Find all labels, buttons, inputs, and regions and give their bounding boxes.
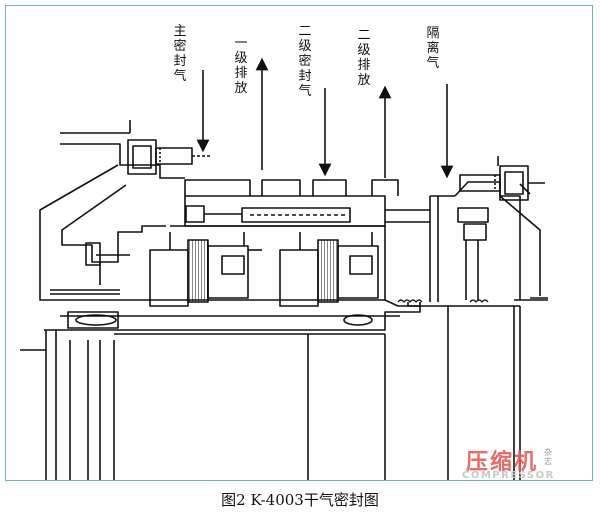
right-bolt bbox=[459, 156, 545, 201]
shaft bbox=[20, 297, 548, 480]
labyrinth-teeth bbox=[397, 299, 489, 303]
label-separation-gas: 隔离气 bbox=[426, 26, 440, 71]
label-stage2-vent: 二级排放 bbox=[357, 28, 371, 88]
left-housing bbox=[39, 120, 185, 301]
label-stage2-seal-gas: 二级密封气 bbox=[298, 24, 312, 99]
seal-housing-top bbox=[170, 179, 430, 300]
watermark-logo-en: COMPRESSOR bbox=[462, 470, 555, 481]
watermark-logo: 压缩机 bbox=[466, 450, 539, 475]
watermark-logo-small: 杂志 bbox=[544, 448, 552, 466]
seal-stage-1 bbox=[149, 232, 262, 307]
diagram-frame bbox=[5, 5, 593, 481]
figure-caption: 图2 K-4003干气密封图 bbox=[221, 491, 379, 509]
label-primary-seal-gas: 主密封气 bbox=[173, 24, 187, 84]
left-bolt bbox=[127, 139, 212, 175]
seal-stage-2 bbox=[279, 232, 379, 307]
label-stage1-vent: 一级排放 bbox=[234, 36, 248, 96]
flow-arrows bbox=[196, 57, 454, 179]
